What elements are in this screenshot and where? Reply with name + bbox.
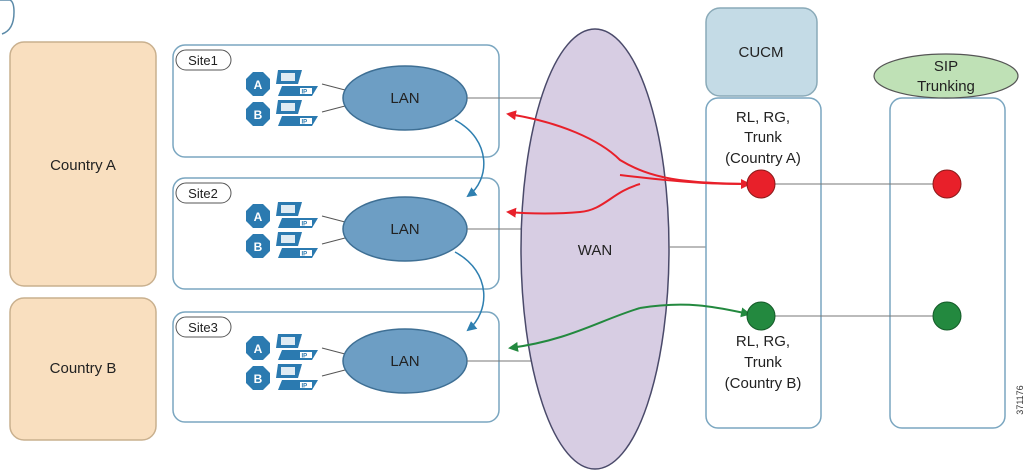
sip-a-red-dot (932, 169, 962, 199)
site-3-lan-label: LAN (390, 353, 419, 370)
route-b-line-3: (Country B) (725, 375, 802, 392)
phone-badge-b: B (246, 102, 270, 126)
route-a-call-path-site2 (506, 183, 641, 218)
phone-badge-b: B (246, 366, 270, 390)
country-a-box: Country A (9, 41, 157, 287)
site-1-lan: LAN (342, 65, 468, 131)
route-b-line-2: Trunk (744, 354, 782, 371)
route-b-line-1: RL, RG, (736, 333, 790, 350)
wan-label: WAN (578, 242, 612, 259)
sip-label-line-1: SIP (934, 58, 958, 75)
phone-b-label: B (254, 240, 263, 254)
site-3-phones: A B (246, 334, 346, 390)
route-b-green-dot (746, 301, 776, 331)
phone-a-label: A (254, 342, 263, 356)
country-a-label: Country A (50, 157, 116, 174)
phone-badge-a: A (246, 204, 270, 228)
site-2-phones: A B (246, 202, 346, 258)
site-2-lan: LAN (342, 196, 468, 262)
lan-link-site2-site3 (454, 251, 485, 332)
route-b-call-path-cucm (639, 303, 751, 318)
phone-a-label: A (254, 210, 263, 224)
frame-edge (0, 0, 15, 35)
phone-badge-a: A (246, 72, 270, 96)
site-1-phones: A B (246, 70, 346, 126)
route-a-red-dot (746, 169, 776, 199)
cucm-route-panel: RL, RG, Trunk (Country A) RL, RG, Trunk … (705, 97, 822, 429)
site-2-lan-label: LAN (390, 221, 419, 238)
site-1-label: Site1 (188, 53, 218, 68)
phone-b-label: B (254, 108, 263, 122)
lan-link-site1-site2 (454, 119, 485, 198)
route-a-line-2: Trunk (744, 129, 782, 146)
cucm-server: CUCM (705, 7, 818, 97)
site-3-lan: LAN (342, 328, 468, 394)
sip-label-line-2: Trunking (917, 78, 975, 95)
route-a-line-1: RL, RG, (736, 109, 790, 126)
sip-b-green-dot (932, 301, 962, 331)
phone-badge-a: A (246, 336, 270, 360)
phone-b-label: B (254, 372, 263, 386)
sip-trunking-panel: SIP Trunking (873, 53, 1019, 429)
phone-a-label: A (254, 78, 263, 92)
site-1-lan-label: LAN (390, 90, 419, 107)
phone-badge-b: B (246, 234, 270, 258)
cucm-label: CUCM (739, 44, 784, 61)
wan-cloud: WAN (520, 28, 670, 470)
route-a-call-path-cucm (619, 174, 751, 189)
country-b-label: Country B (50, 360, 117, 377)
country-b-box: Country B (9, 297, 157, 441)
route-b-call-path-site3 (508, 307, 641, 352)
site-3-label: Site3 (188, 320, 218, 335)
site-2-label: Site2 (188, 186, 218, 201)
figure-id: 371176 (1015, 385, 1025, 414)
route-a-line-3: (Country A) (725, 150, 801, 167)
